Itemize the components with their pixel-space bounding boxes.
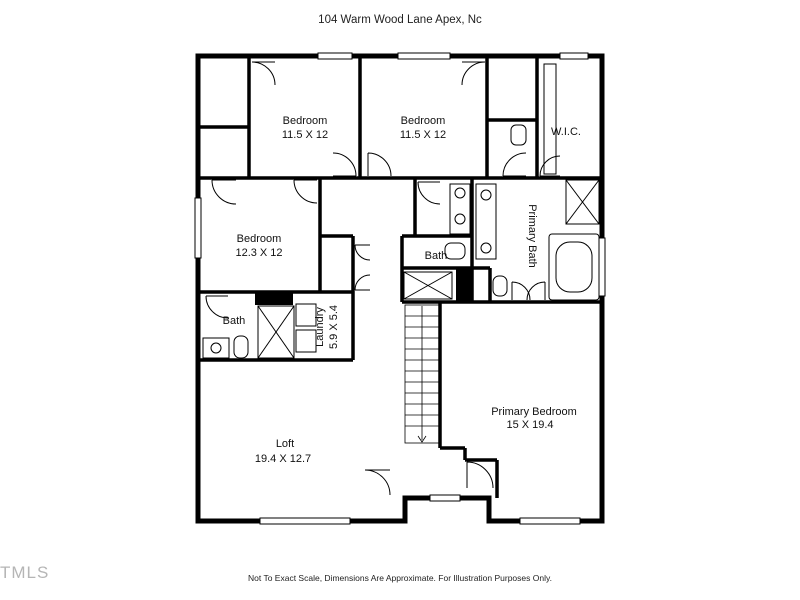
room-labels: Bedroom 11.5 X 12 Bedroom 11.5 X 12 W.I.… (223, 115, 581, 465)
interior-walls (198, 56, 602, 498)
bedroom-3-label: Bedroom (237, 233, 282, 245)
wall-blocks (255, 268, 472, 305)
bedroom-2-dims: 11.5 X 12 (400, 129, 446, 141)
doors (205, 61, 561, 496)
bath-upper-label: Bath (425, 250, 448, 262)
bedroom-1-label: Bedroom (283, 115, 328, 127)
mls-watermark: TMLS (0, 563, 50, 582)
bath-fixtures (202, 63, 600, 359)
bedroom-2-label: Bedroom (401, 115, 446, 127)
plan-title: 104 Warm Wood Lane Apex, Nc (318, 14, 482, 26)
primary-bedroom-dims: 15 X 19.4 (506, 419, 553, 431)
laundry-label: Laundry (314, 307, 326, 347)
loft-dims: 19.4 X 12.7 (255, 453, 311, 465)
bedroom-3-dims: 12.3 X 12 (235, 247, 282, 259)
loft-label: Loft (276, 438, 294, 450)
staircase (404, 304, 440, 444)
laundry-dims: 5.9 X 5.4 (328, 305, 340, 349)
primary-bath-label: Primary Bath (526, 204, 538, 268)
windows (194, 52, 606, 525)
wic-label: W.I.C. (551, 126, 581, 138)
primary-bedroom-label: Primary Bedroom (491, 406, 577, 418)
bath-lower-label: Bath (223, 315, 246, 327)
bedroom-1-dims: 11.5 X 12 (282, 129, 328, 141)
disclaimer-note: Not To Exact Scale, Dimensions Are Appro… (248, 573, 552, 583)
